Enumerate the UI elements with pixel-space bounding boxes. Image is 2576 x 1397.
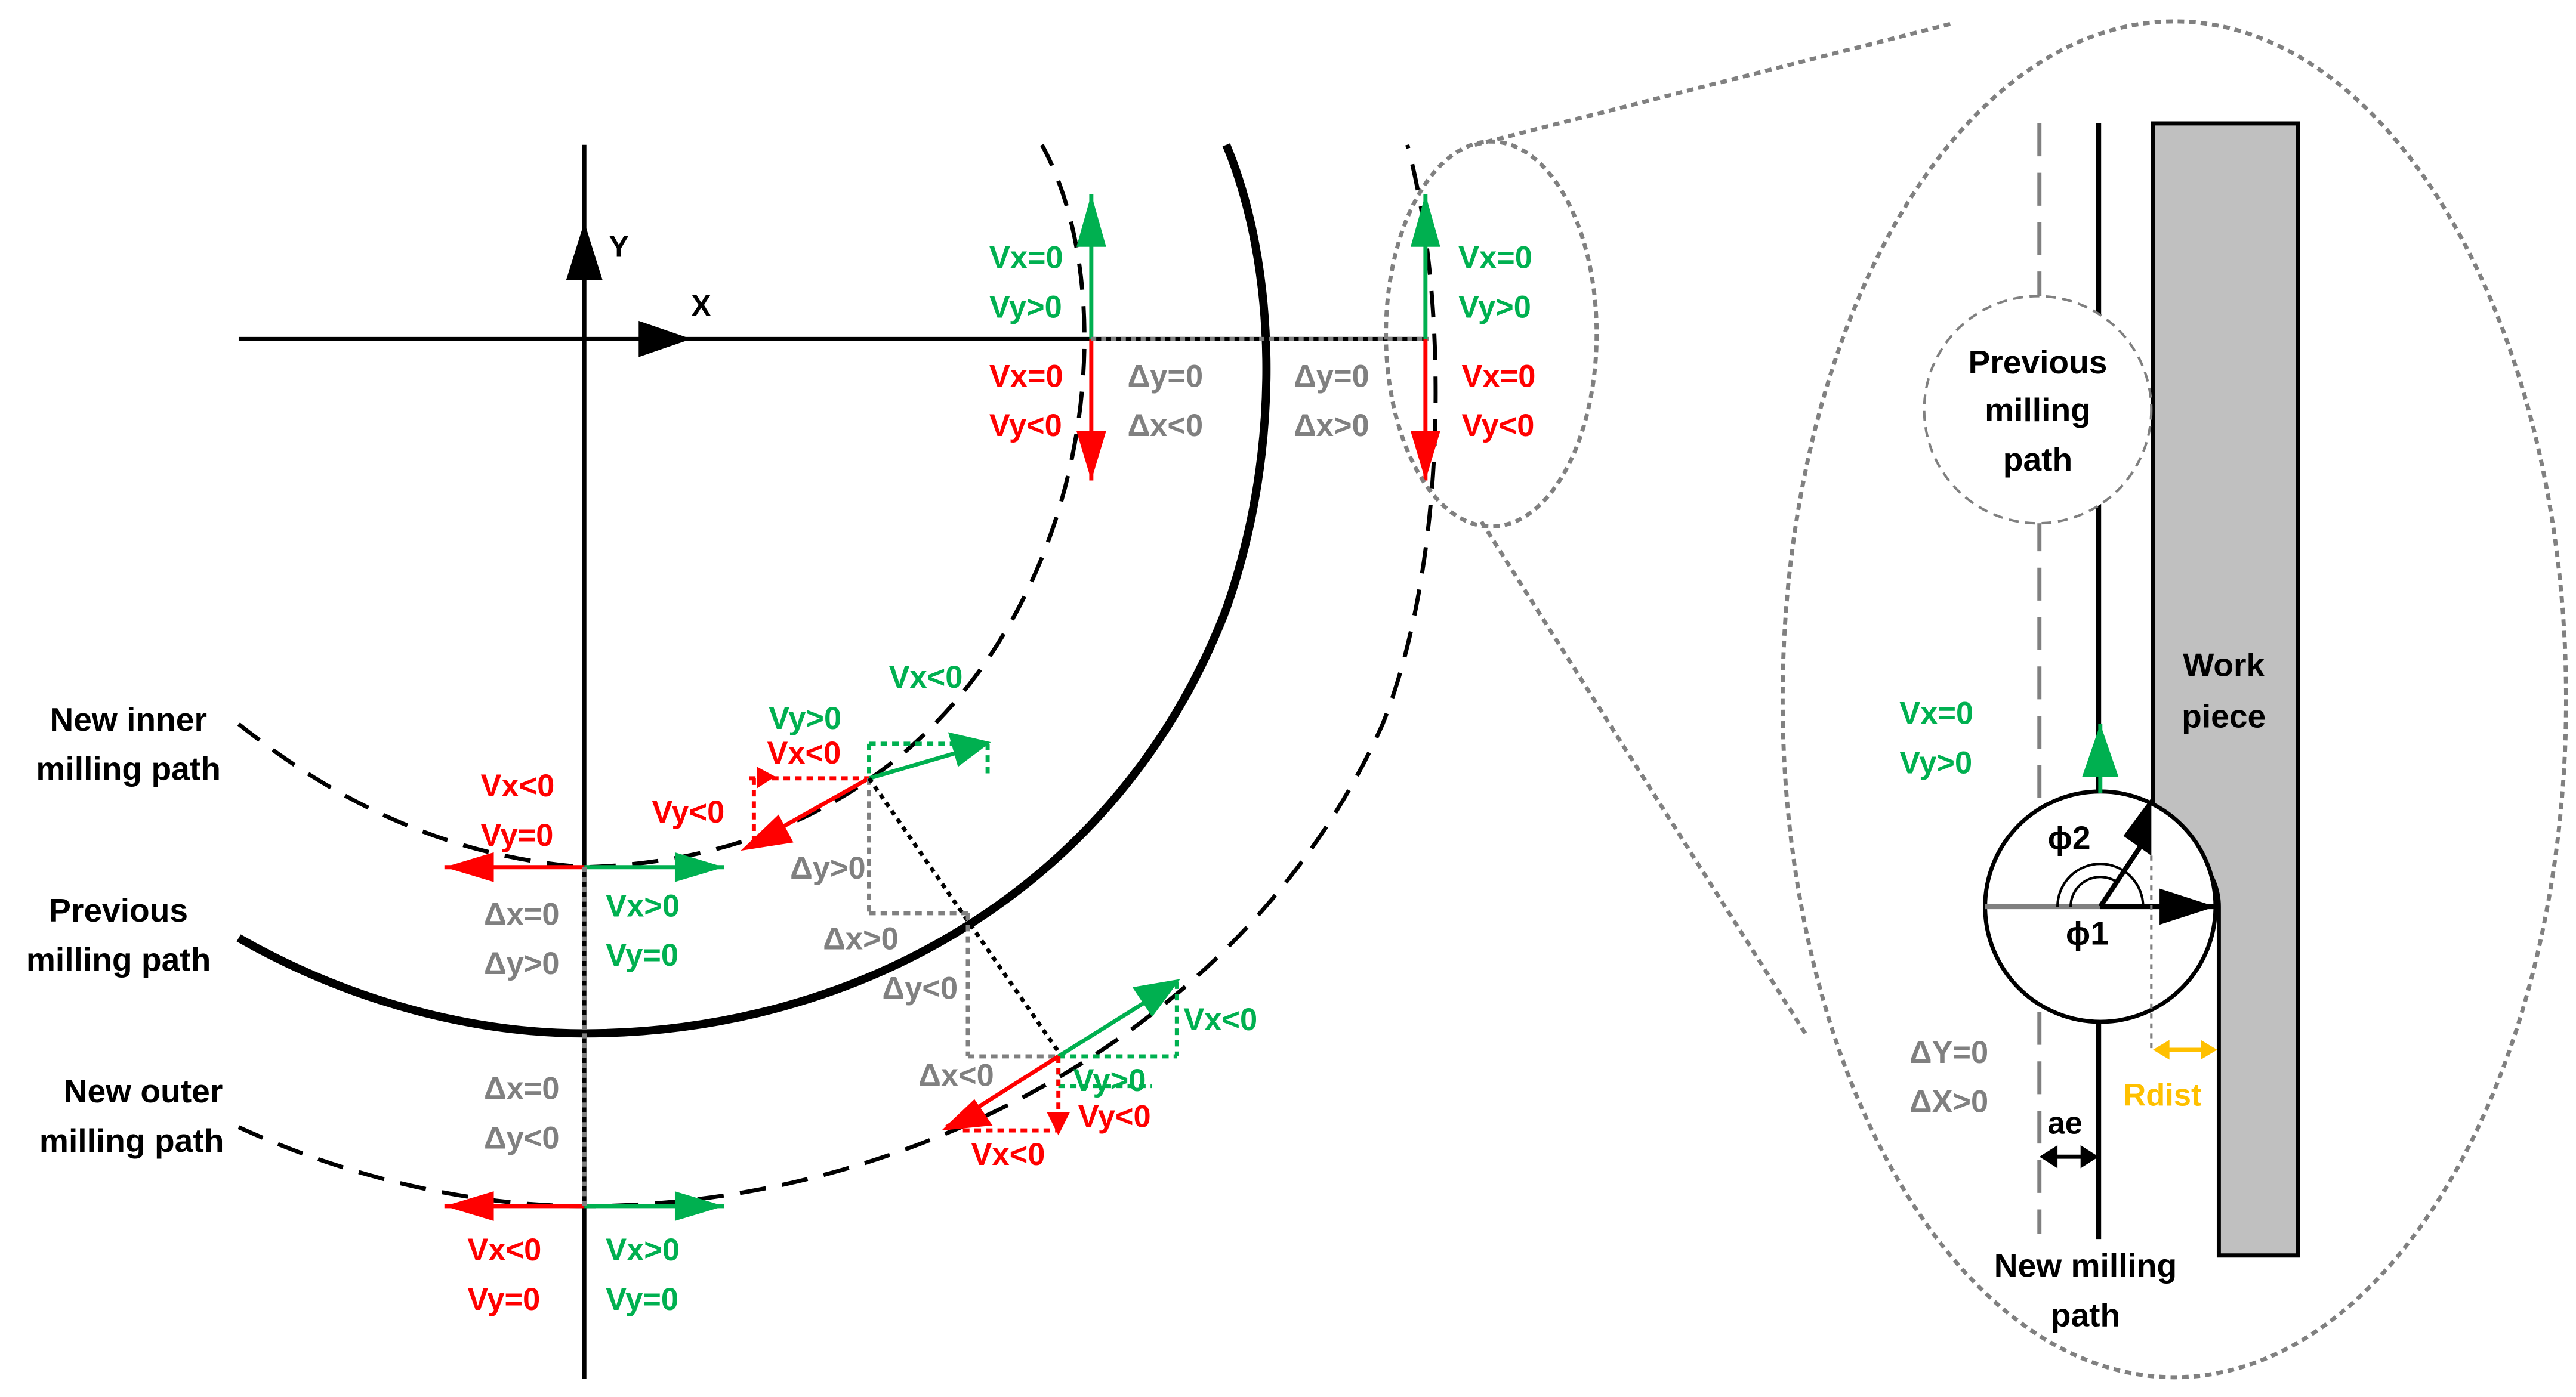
zoom-dX-label: ΔX>0	[1909, 1085, 1988, 1120]
outer-bottom-vx-red: Vx<0	[467, 1233, 541, 1268]
top-inner-dy-label: Δy=0	[1128, 359, 1204, 394]
y-axis-label: Y	[609, 230, 629, 263]
phi1-label: ϕ1	[2066, 914, 2109, 951]
previous-path-label-2: milling path	[26, 941, 211, 978]
outer-bottom-vx-green: Vx>0	[606, 1233, 680, 1268]
x-axis-arrowhead	[638, 320, 692, 357]
y-axis-arrowhead	[566, 222, 603, 280]
new-inner-milling-path	[237, 144, 1087, 870]
outer-diag-dx: Δx<0	[918, 1059, 994, 1093]
inner-bottom-vx-red: Vx<0	[480, 769, 554, 803]
inner-bottom-vy-red: Vy=0	[480, 818, 553, 853]
x-axis-label: X	[692, 289, 711, 323]
inner-diag-dx: Δx>0	[823, 922, 899, 957]
phi2-label: ϕ2	[2048, 819, 2091, 856]
inner-bottom-dy: Δy>0	[484, 947, 560, 981]
outer-diag-vy-red: Vy<0	[1078, 1100, 1151, 1135]
top-inner-vx-label: Vx=0	[989, 241, 1063, 276]
inner-path-label-1: New inner	[50, 701, 207, 738]
outer-diag-dy: Δy<0	[883, 971, 958, 1006]
workpiece-label-1: Work	[2183, 647, 2265, 684]
phi2-radius	[2098, 841, 2145, 908]
top-inner-vy-label: Vy>0	[989, 290, 1062, 324]
zoom-vx-label: Vx=0	[1899, 697, 1973, 731]
top-outer-vy-red-label: Vy<0	[1462, 409, 1535, 443]
zoom-dY-label: ΔY=0	[1909, 1036, 1988, 1070]
inner-diagonal-vectors	[741, 732, 1064, 1058]
top-outer-dy-label: Δy=0	[1294, 359, 1369, 394]
outer-diag-vx-red: Vx<0	[971, 1138, 1045, 1172]
inner-diag-dy: Δy>0	[790, 851, 866, 886]
zoom-vy-label: Vy>0	[1899, 746, 1972, 781]
phi2-arrowhead	[2123, 798, 2152, 856]
zoom-connector-bottom	[1479, 520, 1809, 1038]
zoom-previous-label-2: milling	[1985, 391, 2091, 428]
outer-path-label-2: milling path	[39, 1122, 224, 1159]
top-inner-vy-red-label: Vy<0	[989, 409, 1062, 443]
zoom-source-ellipse	[1384, 139, 1599, 529]
inner-bottom-vy-green: Vy=0	[606, 938, 678, 973]
inner-path-label-2: milling path	[36, 750, 220, 787]
zoom-new-path-label-1: New milling	[1994, 1247, 2177, 1284]
inner-bottom-dx: Δx=0	[484, 897, 560, 932]
inner-diag-vy: Vy>0	[769, 701, 841, 736]
outer-bottom-vy-green: Vy=0	[606, 1282, 678, 1317]
inner-diag-vx-red: Vx<0	[767, 736, 841, 771]
zoom-detail	[1780, 19, 2568, 1380]
zoom-ellipse	[1780, 19, 2568, 1380]
inner-diag-vy-red: Vy<0	[652, 795, 724, 830]
outer-bottom-dy: Δy<0	[484, 1121, 560, 1155]
zoom-previous-label-3: path	[2003, 441, 2072, 478]
top-outer-dx-label: Δx>0	[1294, 409, 1369, 443]
workpiece-label-bg	[2173, 641, 2272, 741]
previous-milling-path	[236, 143, 1271, 1038]
outer-diag-vy: Vy>0	[1073, 1064, 1146, 1098]
workpiece-label-2: piece	[2182, 697, 2266, 734]
phi1-arrowhead	[2159, 888, 2216, 925]
outer-bottom-dx: Δx=0	[484, 1072, 560, 1107]
top-outer-vx-label: Vx=0	[1458, 241, 1532, 276]
outer-diag-vx: Vx<0	[1183, 1003, 1257, 1037]
top-outer-vx-red-label: Vx=0	[1462, 359, 1536, 394]
previous-path-label-1: Previous	[49, 892, 188, 929]
outer-diagonal-vectors	[941, 913, 1180, 1136]
zoom-previous-label-1: Previous	[1968, 344, 2107, 381]
inner-bottom-vx-green: Vx>0	[606, 889, 680, 923]
top-inner-vx-red-label: Vx=0	[989, 359, 1063, 394]
zoom-connector-top	[1474, 21, 1955, 147]
new-outer-milling-path	[237, 144, 1438, 1209]
inner-diag-vx: Vx<0	[889, 660, 963, 695]
ae-label: ae	[2048, 1107, 2083, 1141]
outer-path-label-1: New outer	[64, 1073, 223, 1109]
previous-path-circle	[1923, 295, 2153, 525]
top-outer-vy-label: Vy>0	[1458, 290, 1531, 324]
top-inner-dx-label: Δx<0	[1128, 409, 1204, 443]
outer-bottom-vy-red: Vy=0	[467, 1282, 540, 1317]
rdist-label: Rdist	[2123, 1078, 2201, 1113]
zoom-new-path-label-2: path	[2051, 1296, 2120, 1333]
